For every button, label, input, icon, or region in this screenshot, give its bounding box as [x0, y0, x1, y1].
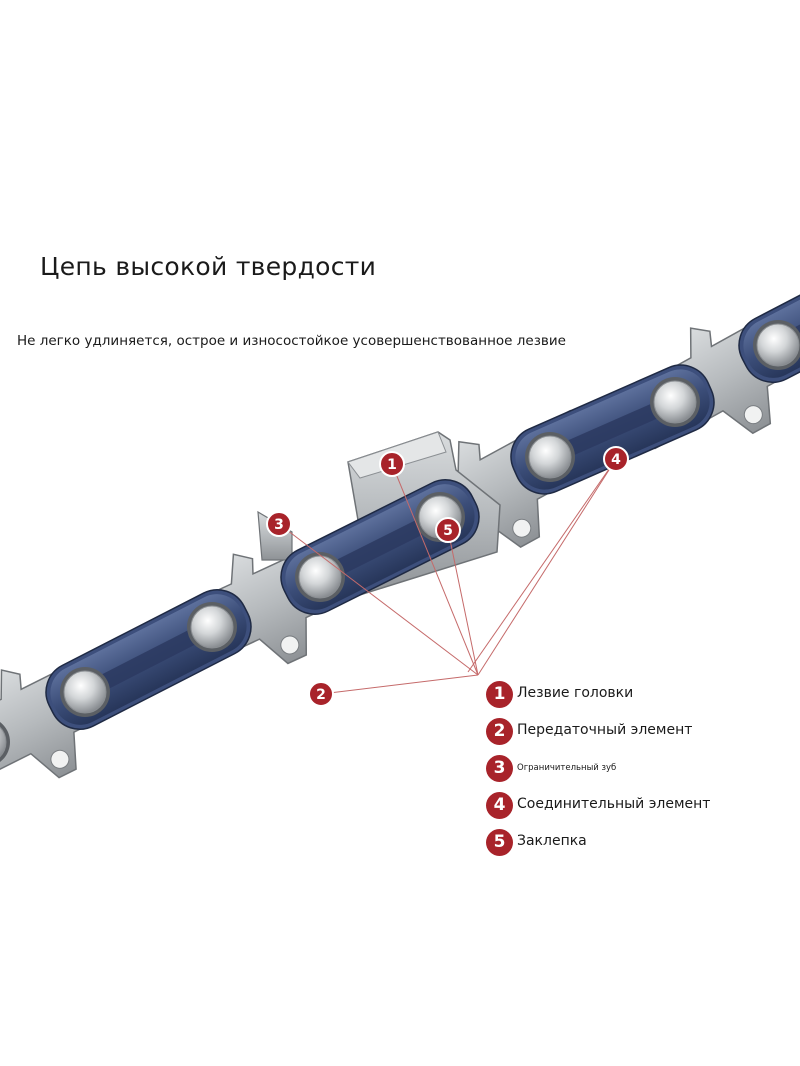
page-title: Цепь высокой твердости	[40, 252, 377, 281]
leader-line-5	[447, 529, 479, 676]
svg-text:2: 2	[316, 687, 326, 703]
rivet-1	[60, 667, 110, 717]
leader-line-4	[477, 458, 617, 676]
rivet-0	[0, 722, 10, 762]
leader-lines	[278, 458, 617, 695]
number-badge: 1	[486, 681, 513, 708]
svg-text:1: 1	[387, 457, 397, 473]
rivet-2	[187, 602, 237, 652]
legend-label: Заклепка	[517, 833, 587, 849]
callout-badge-5: 5	[435, 517, 461, 543]
legend-label: Передаточный элемент	[517, 722, 693, 738]
number-badge: 2	[486, 718, 513, 745]
rivet-3	[295, 552, 345, 602]
svg-text:5: 5	[443, 523, 453, 539]
leader-line-3	[278, 523, 479, 676]
legend-label: Ограничительный зуб	[517, 763, 617, 773]
number-badge: 4	[486, 792, 513, 819]
legend-label: Лезвие головки	[517, 685, 634, 701]
blue-link-2	[510, 364, 715, 495]
legend-label: Соединительный элемент	[517, 796, 711, 812]
blue-link-0	[45, 589, 252, 730]
number-badge: 3	[486, 755, 513, 782]
leader-line-4b	[467, 458, 617, 673]
callout-badge-4: 4	[603, 446, 629, 472]
callout-badge-1: 1	[379, 451, 405, 477]
rivet-5	[525, 432, 575, 482]
callout-badge-2: 2	[308, 681, 334, 707]
svg-text:3: 3	[274, 517, 284, 533]
page-subtitle: Не легко удлиняется, острое и износостой…	[17, 333, 566, 349]
callout-badge-3: 3	[266, 511, 292, 537]
svg-text:4: 4	[611, 452, 621, 468]
number-badge: 5	[486, 829, 513, 856]
rivet-6	[650, 377, 700, 427]
leader-line-1	[391, 463, 479, 676]
rivet-7	[753, 320, 800, 370]
leader-line-2	[320, 674, 479, 695]
callout-markers: 1 2 3 4 5	[266, 446, 629, 707]
